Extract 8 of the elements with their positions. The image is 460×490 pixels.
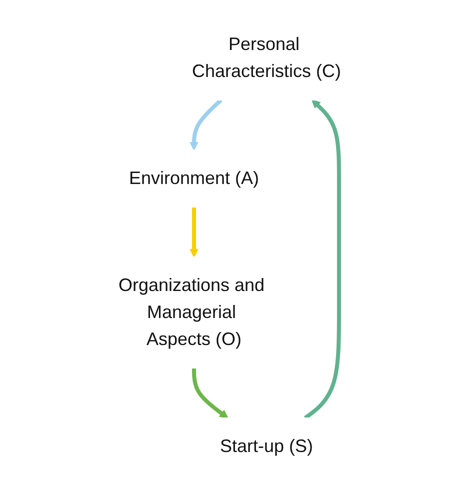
node-text: Organizations and Managerial Aspects (O) bbox=[118, 274, 264, 348]
arrow bbox=[304, 99, 341, 420]
arrow bbox=[189, 206, 198, 257]
node-text: Personal Characteristics (C) bbox=[192, 34, 341, 80]
node-text: Start-up (S) bbox=[220, 436, 313, 456]
arrow bbox=[192, 368, 228, 418]
arrow bbox=[189, 98, 222, 150]
node-text: Environment (A) bbox=[128, 168, 259, 188]
